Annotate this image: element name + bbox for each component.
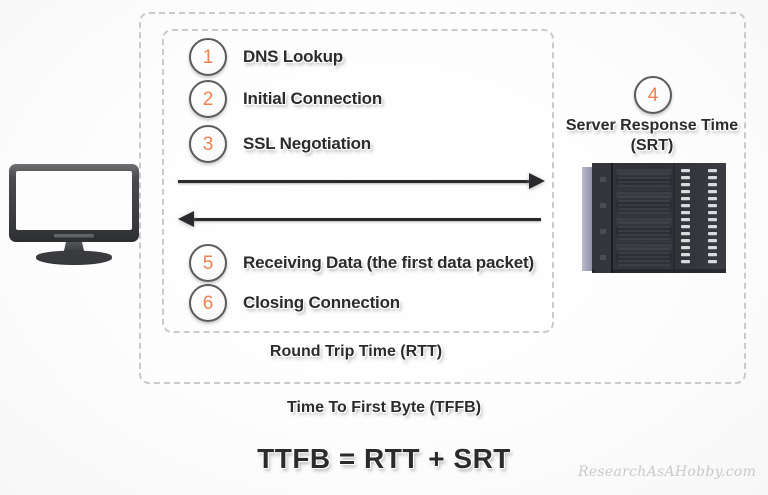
ttfb-region-label: Time To First Byte (TFFB)	[286, 399, 482, 416]
step-row-3: 3 SSL Negotiation	[189, 125, 371, 163]
request-arrow-line	[178, 180, 533, 183]
step-number-badge-5: 5	[189, 244, 227, 282]
step-row-6: 6 Closing Connection	[189, 284, 400, 322]
step-label-5: Receiving Data (the first data packet)	[243, 253, 534, 272]
step-label-6: Closing Connection	[243, 293, 400, 312]
step-number-6: 6	[202, 292, 214, 314]
srt-label-line-1: Server Response Time	[565, 117, 739, 134]
rtt-region-label: Round Trip Time (RTT)	[269, 343, 443, 360]
step-number-badge-6: 6	[189, 284, 227, 322]
srt-label-line-2: (SRT)	[630, 137, 674, 154]
step-number-4: 4	[647, 84, 659, 106]
step-row-2: 2 Initial Connection	[189, 80, 383, 118]
step-number-badge-3: 3	[189, 125, 227, 163]
server-response-time-label: Server Response Time (SRT)	[557, 116, 747, 156]
ttfb-formula: TTFB = RTT + SRT	[257, 443, 511, 474]
step-label-2: Initial Connection	[243, 89, 383, 108]
step-label-3: SSL Negotiation	[243, 134, 371, 153]
step-number-3: 3	[202, 133, 214, 155]
step-number-badge-4: 4	[634, 76, 672, 114]
ttfb-region-box	[139, 12, 746, 384]
step-row-1: 1 DNS Lookup	[189, 38, 343, 76]
step-number-5: 5	[202, 252, 214, 274]
step-label-1: DNS Lookup	[243, 47, 343, 66]
step-number-1: 1	[202, 46, 214, 68]
watermark: ResearchAsAHobby.com	[578, 464, 757, 480]
step-row-5: 5 Receiving Data (the first data packet)	[189, 244, 534, 282]
response-arrow-line	[193, 218, 541, 221]
step-number-2: 2	[202, 88, 214, 110]
step-number-badge-1: 1	[189, 38, 227, 76]
rtt-region-box	[162, 29, 554, 333]
server-rack-icon	[582, 163, 728, 275]
request-arrow-head-icon	[529, 173, 545, 189]
step-number-badge-2: 2	[189, 80, 227, 118]
desktop-monitor-icon	[6, 162, 142, 266]
response-arrow-head-icon	[178, 211, 194, 227]
